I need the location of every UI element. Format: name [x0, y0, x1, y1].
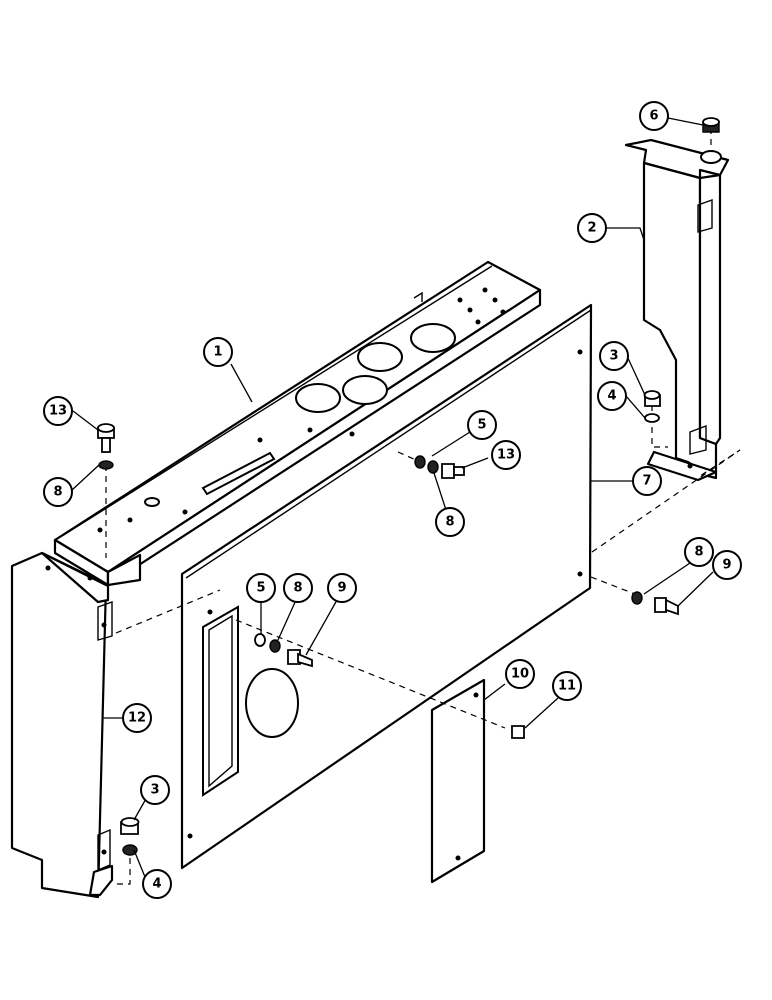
svg-text:5: 5 — [477, 418, 486, 433]
svg-text:3: 3 — [150, 783, 159, 798]
svg-text:2: 2 — [587, 221, 596, 236]
svg-text:1: 1 — [213, 345, 222, 360]
svg-text:13: 13 — [49, 404, 67, 419]
callout-8: 8 — [43, 477, 73, 507]
svg-text:4: 4 — [152, 877, 161, 892]
part-7-front-panel — [180, 303, 593, 870]
callout-12: 12 — [122, 703, 152, 733]
svg-text:8: 8 — [694, 545, 703, 560]
svg-text:6: 6 — [649, 109, 658, 124]
callout-7: 7 — [632, 466, 662, 496]
callout-9: 9 — [712, 550, 742, 580]
hardware — [97, 117, 720, 856]
part-1-top-channel — [53, 260, 542, 587]
svg-text:12: 12 — [128, 711, 146, 726]
svg-text:11: 11 — [558, 679, 576, 694]
svg-text:4: 4 — [607, 389, 616, 404]
callout-13: 13 — [491, 440, 521, 470]
svg-text:10: 10 — [511, 667, 529, 682]
svg-text:9: 9 — [337, 581, 346, 596]
svg-text:5: 5 — [256, 581, 265, 596]
part-2-right-bracket — [624, 138, 730, 482]
callout-8: 8 — [435, 507, 465, 537]
svg-text:13: 13 — [497, 448, 515, 463]
callout-3: 3 — [599, 341, 629, 371]
callout-6: 6 — [639, 101, 669, 131]
svg-text:8: 8 — [293, 581, 302, 596]
callout-3: 3 — [140, 775, 170, 805]
svg-text:9: 9 — [722, 558, 731, 573]
callout-1: 1 — [203, 337, 233, 367]
svg-text:7: 7 — [642, 474, 651, 489]
callout-8: 8 — [283, 573, 313, 603]
callout-4: 4 — [142, 869, 172, 899]
part-10-cover-plate — [430, 678, 486, 884]
svg-text:8: 8 — [445, 515, 454, 530]
svg-text:3: 3 — [609, 349, 618, 364]
callout-11: 11 — [552, 671, 582, 701]
callout-10: 10 — [505, 659, 535, 689]
callout-8: 8 — [684, 537, 714, 567]
callout-9: 9 — [327, 573, 357, 603]
callout-13: 13 — [43, 396, 73, 426]
callout-5: 5 — [246, 573, 276, 603]
callout-4: 4 — [597, 381, 627, 411]
part-12-left-end-panel — [10, 551, 114, 899]
svg-text:8: 8 — [53, 485, 62, 500]
callout-5: 5 — [467, 410, 497, 440]
callout-2: 2 — [577, 213, 607, 243]
